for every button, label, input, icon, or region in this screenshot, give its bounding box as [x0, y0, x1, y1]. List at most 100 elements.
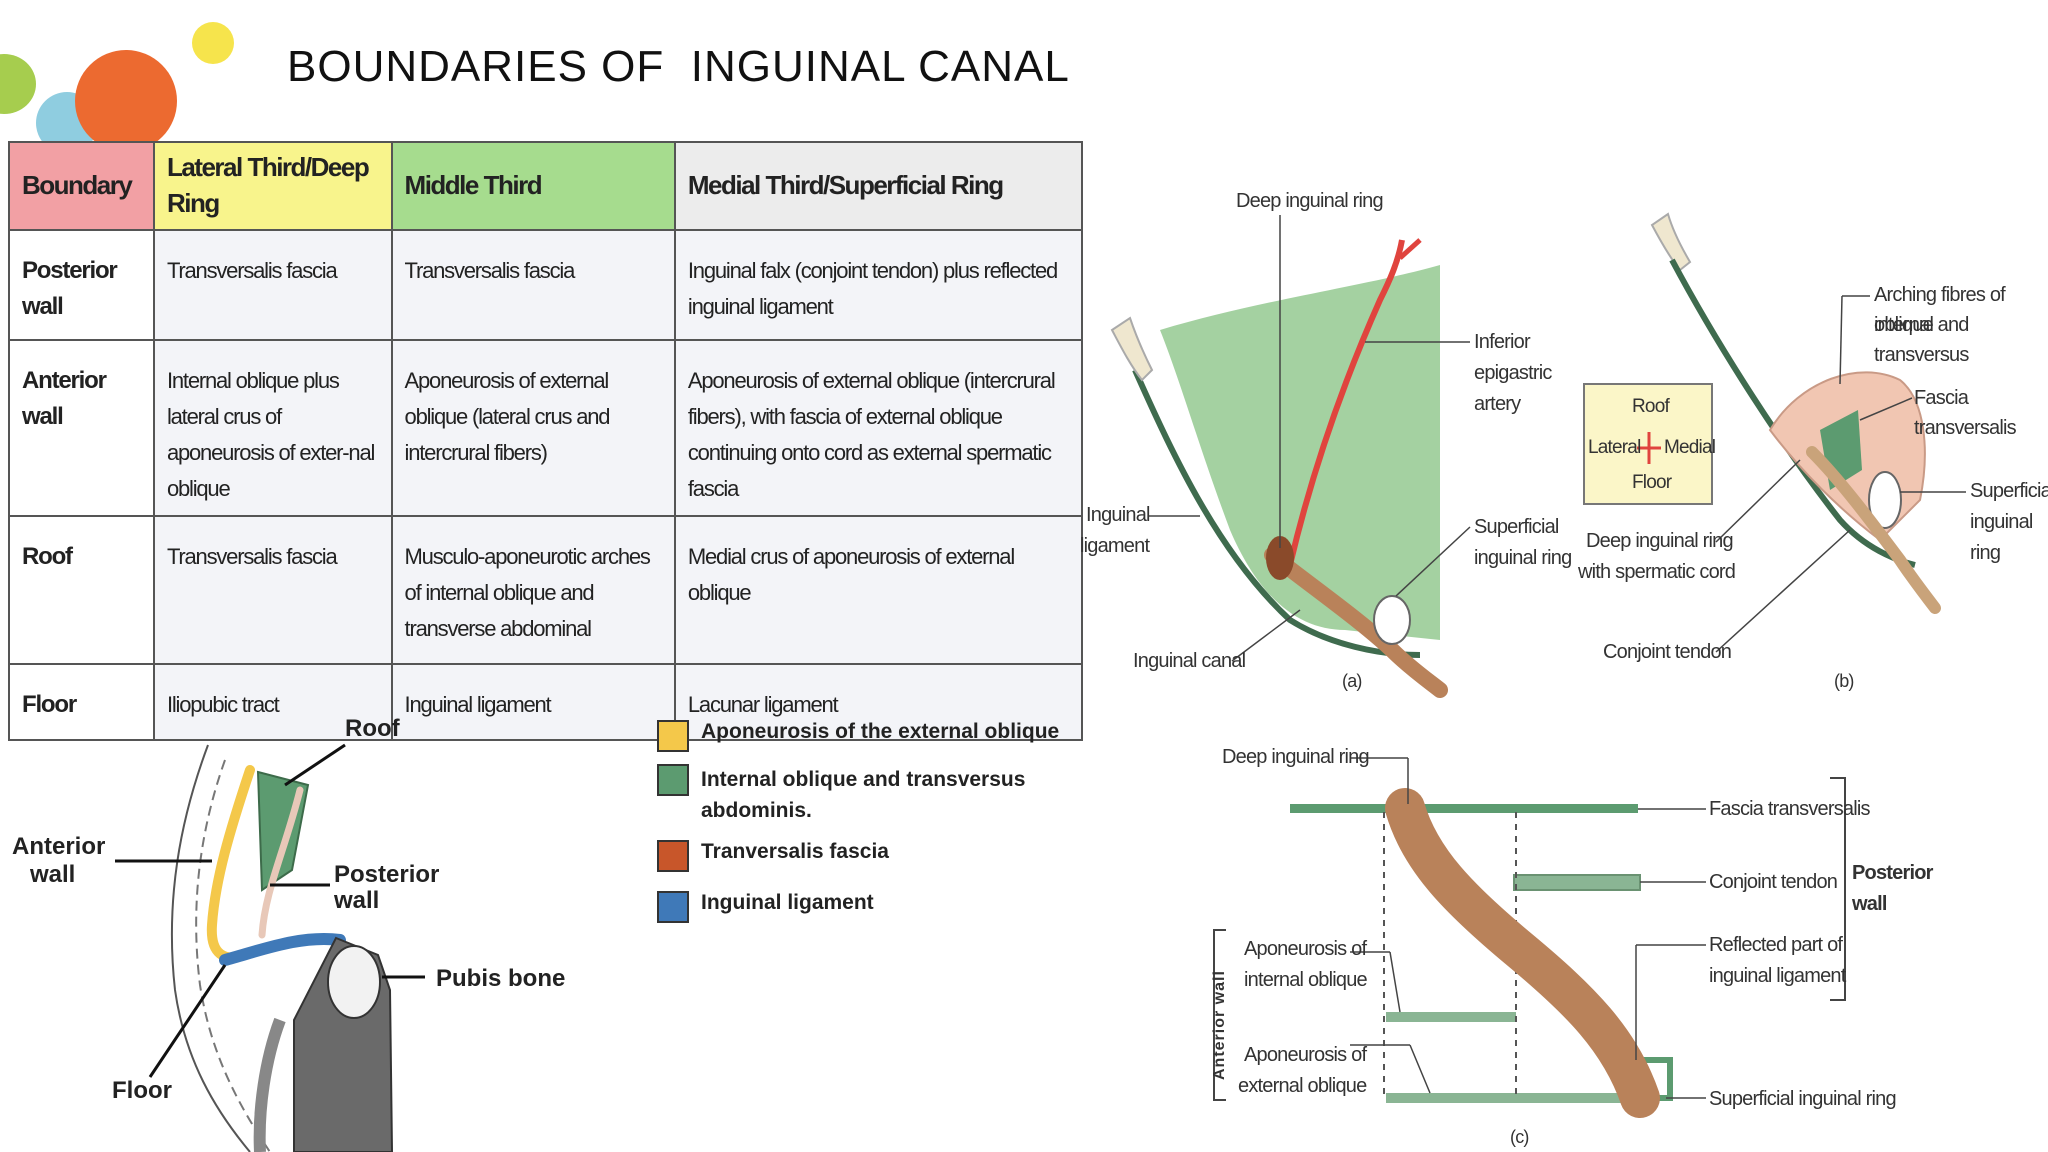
- label-deep-b-1: Deep inguinal ring: [1586, 530, 1734, 552]
- label-apo-internal-1: Aponeurosis of: [1244, 938, 1367, 960]
- leader-floor: [148, 964, 227, 1078]
- label-posterior-wall-2: wall: [334, 887, 380, 914]
- leader-superficial-a: [1395, 526, 1471, 597]
- cell-middle: Aponeurosis of external oblique (lateral…: [390, 339, 676, 517]
- iliac-top-a: [1110, 316, 1154, 382]
- label-arching-2: oblique and transversus: [1874, 314, 1969, 366]
- superficial-ring-a: [1373, 595, 1411, 645]
- spermatic-cord-lower: [253, 1017, 286, 1152]
- table-header-row: Boundary Lateral Third/Deep Ring Middle …: [8, 141, 1084, 231]
- table-row: Anterior wall Internal oblique plus late…: [8, 339, 1084, 517]
- leader-fascia-b: [1859, 397, 1913, 421]
- label-superficial-b-3: ring: [1970, 542, 2001, 564]
- label-artery-3: artery: [1474, 393, 1521, 415]
- cell-lateral: Transversalis fascia: [152, 229, 393, 341]
- sagittal-diagram: [115, 743, 425, 1152]
- inguinal-ligament-b: [1669, 258, 1916, 568]
- label-canal-a: Inguinal canal: [1133, 650, 1246, 672]
- cell-medial: Lacunar ligament: [673, 663, 1084, 741]
- label-deep-ring-c: Deep inguinal ring: [1222, 746, 1370, 768]
- label-superficial-a-1: Superficial: [1474, 516, 1559, 538]
- diagram-c: [1213, 757, 1846, 1118]
- label-anterior-wall-1: Anterior: [12, 833, 106, 860]
- label-apo-external-2: external oblique: [1238, 1075, 1367, 1097]
- label-fascia-b: Fascia transversalis: [1914, 387, 2017, 439]
- slide-title: BOUNDARIES OF INGUINAL CANAL: [287, 42, 1070, 91]
- legend-item: Internal oblique and transversus abdomin…: [657, 764, 1057, 830]
- row-boundary: Roof: [8, 515, 155, 665]
- leader-arching-drop: [1839, 295, 1843, 385]
- label-apo-internal-2: internal oblique: [1244, 969, 1368, 991]
- label-conjoint-b: Conjoint tendon: [1603, 641, 1732, 663]
- header-medial-third: Medial Third/Superficial Ring: [673, 141, 1084, 231]
- label-superficial-b-1: Superficial: [1970, 480, 2048, 502]
- cell-middle: Musculo-aponeurotic arches of internal o…: [390, 515, 676, 665]
- legend-swatch: [657, 720, 689, 752]
- header-boundary: Boundary: [8, 141, 155, 231]
- artery-branch: [1398, 238, 1422, 260]
- inset-medial: Medial: [1664, 437, 1716, 458]
- leader-apo-internal-drop: [1389, 951, 1401, 1013]
- spermatic-cord-b: [1806, 446, 1941, 614]
- caption-b: (b): [1834, 671, 1854, 691]
- legend-swatch: [657, 764, 689, 796]
- spermatic-cord-c: [1385, 788, 1660, 1118]
- deep-ring-a: [1266, 536, 1294, 580]
- legend-label: Aponeurosis of the external oblique: [701, 720, 1060, 743]
- iliac-top-b: [1650, 212, 1692, 272]
- cell-medial: Inguinal falx (conjoint tendon) plus ref…: [673, 229, 1084, 341]
- leader-apo-external-drop: [1409, 1044, 1431, 1094]
- inguinal-ligament-a: [1132, 368, 1421, 658]
- cell-lateral: Transversalis fascia: [152, 515, 393, 665]
- label-arching-1: Arching fibres of internal: [1874, 284, 2006, 336]
- conjoint-tendon-bar: [1513, 874, 1641, 891]
- superficial-ring-b: [1868, 471, 1902, 529]
- abdominal-wall-background: [1160, 265, 1440, 640]
- table-row: Roof Transversalis fascia Musculo-aponeu…: [8, 515, 1084, 665]
- row-boundary: Posterior wall: [8, 229, 155, 341]
- legend-item: Inguinal ligament: [657, 891, 874, 925]
- cell-lateral: Internal oblique plus lateral crus of ap…: [152, 339, 393, 517]
- cell-medial: Medial crus of aponeurosis of external o…: [673, 515, 1084, 665]
- label-anterior-wall-2: wall: [30, 861, 76, 888]
- label-roof: Roof: [345, 715, 400, 742]
- label-pubis-bone: Pubis bone: [436, 965, 566, 992]
- label-fascia-c: Fascia transversalis: [1709, 798, 1871, 820]
- body-wall-outline: [170, 744, 251, 1152]
- label-deep-ring-a: Deep inguinal ring: [1236, 190, 1384, 212]
- label-reflected-c-1: Reflected part of: [1709, 934, 1843, 956]
- legend-item: Tranversalis fascia: [657, 840, 889, 874]
- diagram-a: [1110, 215, 1471, 698]
- label-apo-external-1: Aponeurosis of: [1244, 1044, 1367, 1066]
- boundaries-table: Boundary Lateral Third/Deep Ring Middle …: [8, 141, 1084, 741]
- anterior-wall-bracket: [1213, 929, 1226, 1101]
- legend-label: Internal oblique and transversus abdomin…: [701, 768, 1026, 822]
- legend-label: Tranversalis fascia: [701, 840, 889, 863]
- row-boundary: Anterior wall: [8, 339, 155, 517]
- aponeurosis-external-oblique: [206, 765, 255, 963]
- legend-swatch: [657, 891, 689, 923]
- table-row: Floor Iliopubic tract Inguinal ligament …: [8, 663, 1084, 741]
- apo-external-oblique-bar: [1386, 1093, 1636, 1103]
- row-boundary: Floor: [8, 663, 155, 741]
- inguinal-ligament-floor: [219, 933, 346, 966]
- leader-canal-a: [1231, 609, 1301, 662]
- leader-conjoint-b: [1715, 529, 1851, 653]
- transversalis-fascia-posterior: [258, 786, 304, 939]
- label-floor: Floor: [112, 1077, 172, 1104]
- caption-a: (a): [1342, 671, 1362, 691]
- label-artery-1: Inferior: [1474, 331, 1531, 353]
- apo-internal-oblique-bar: [1386, 1012, 1516, 1022]
- table-row: Posterior wall Transversalis fascia Tran…: [8, 229, 1084, 341]
- inferior-epigastric-artery: [1287, 239, 1405, 566]
- cell-middle: Transversalis fascia: [390, 229, 676, 341]
- header-middle-third: Middle Third: [390, 141, 676, 231]
- cell-lateral: Iliopubic tract: [152, 663, 393, 741]
- label-ligament-2: ligament: [1080, 535, 1150, 557]
- legend-item: Aponeurosis of the external oblique: [657, 720, 1059, 754]
- label-posterior-wall-c-2: wall: [1852, 893, 1887, 915]
- inset-lateral: Lateral: [1588, 437, 1641, 458]
- fascia-transversalis-bar: [1290, 804, 1638, 813]
- decor-dot-orange: [75, 50, 177, 152]
